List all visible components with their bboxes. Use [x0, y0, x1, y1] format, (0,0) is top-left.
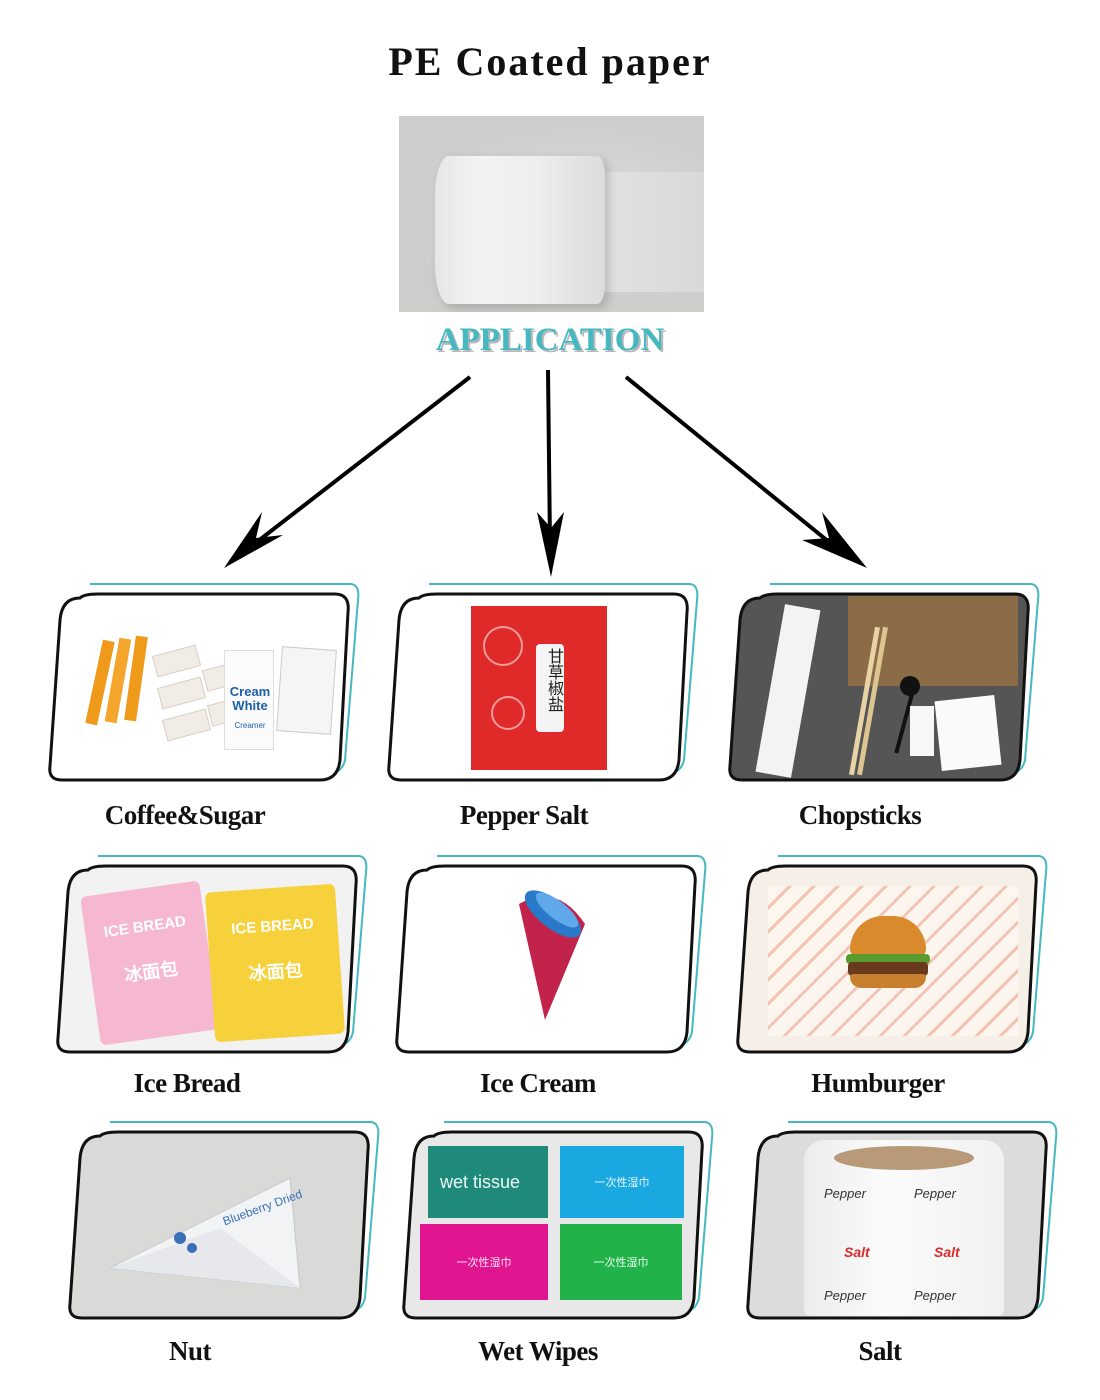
pe-coated-paper-roll-photo	[399, 116, 704, 312]
application-card-nut: Blueberry Dried	[68, 1118, 380, 1320]
wipes-cn-text: 一次性湿巾	[594, 1177, 650, 1189]
ice-bread-yellow-bag: ICE BREAD 冰面包	[204, 883, 346, 1043]
humburger-photo	[758, 876, 1028, 1046]
label-chopsticks: Chopsticks	[798, 800, 922, 830]
sugar-packet	[151, 644, 202, 678]
ice-bread-pink-bag: ICE BREAD 冰面包	[80, 880, 220, 1046]
arrow-right	[624, 375, 847, 557]
nut-pyramid-bag	[108, 1177, 301, 1289]
sugar-packet	[156, 676, 207, 710]
application-card-humburger	[736, 852, 1048, 1054]
chopsticks-photo	[740, 596, 1028, 778]
label-nut: Nut	[168, 1336, 212, 1366]
bag-label: 甘草椒盐	[536, 644, 564, 732]
decor-circle	[483, 626, 523, 666]
creamer-text-2: White	[232, 698, 268, 713]
ice-bread-photo: ICE BREAD 冰面包 ICE BREAD 冰面包	[70, 868, 354, 1048]
roll-core	[834, 1146, 974, 1170]
wet-tissue-pack-green: 一次性湿巾	[560, 1224, 682, 1300]
ice-cream-cone	[519, 890, 585, 1020]
ice-bread-text: ICE BREAD	[230, 915, 315, 938]
wet-tissue-text: wet tissue	[440, 1172, 521, 1192]
label-pepper-salt: Pepper Salt	[459, 800, 589, 830]
creamer-packet: Cream White Creamer	[224, 650, 274, 750]
pepper-text: Pepper	[914, 1186, 956, 1201]
pepper-salt-photo: 甘草椒盐	[403, 600, 683, 774]
chopstick-wrapper	[755, 604, 821, 778]
page-title: PE Coated paper	[388, 39, 712, 84]
wet-tissue-pack-blue: 一次性湿巾	[560, 1146, 684, 1218]
creamer-text-3: Creamer	[234, 721, 266, 730]
napkin-pack	[910, 706, 934, 756]
salt-text: Salt	[934, 1244, 960, 1260]
pepper-text: Pepper	[824, 1288, 866, 1303]
spoon-head	[900, 676, 920, 696]
coffee-sugar-photo: Cream White Creamer	[64, 610, 344, 774]
arrow-left-head	[224, 512, 283, 568]
napkin	[934, 695, 1002, 771]
arrow-right-head	[802, 512, 867, 568]
paper-roll	[435, 156, 605, 304]
burger-bun-top	[850, 916, 926, 956]
wet-tissue-pack-magenta: 一次性湿巾	[420, 1224, 548, 1300]
section-label-application: APPLICATION	[435, 322, 665, 358]
application-card-chopsticks	[728, 580, 1040, 782]
application-card-ice-bread: ICE BREAD 冰面包 ICE BREAD 冰面包	[56, 852, 368, 1054]
application-card-ice-cream	[395, 852, 707, 1054]
ice-bread-cn-text: 冰面包	[123, 958, 180, 986]
burger-bun-bottom	[850, 974, 926, 988]
decor-circle	[491, 696, 525, 730]
creamer-text-1: Cream	[229, 684, 271, 699]
application-card-salt: Pepper Pepper Salt Salt Pepper Pepper	[746, 1118, 1058, 1320]
cream-white-sachet	[276, 646, 337, 735]
label-coffee-sugar: Coffee&Sugar	[104, 800, 266, 830]
pepper-salt-bag: 甘草椒盐	[471, 606, 607, 770]
application-card-pepper-salt: 甘草椒盐	[387, 580, 699, 782]
label-ice-bread: Ice Bread	[133, 1068, 241, 1098]
wet-tissue-pack-teal: wet tissue	[428, 1146, 548, 1218]
label-ice-cream: Ice Cream	[480, 1068, 596, 1098]
label-wet-wipes: Wet Wipes	[478, 1336, 598, 1366]
pepper-text: Pepper	[824, 1186, 866, 1201]
arrow-left	[238, 375, 472, 557]
label-humburger: Humburger	[811, 1068, 945, 1098]
wipes-cn-text: 一次性湿巾	[593, 1257, 649, 1269]
burger-lettuce	[846, 954, 930, 964]
paper-tail	[599, 172, 704, 292]
application-card-wet-wipes: wet tissue 一次性湿巾 一次性湿巾 一次性湿巾	[402, 1118, 714, 1320]
arrow-center	[546, 369, 552, 546]
salt-paper-roll: Pepper Pepper Salt Salt Pepper Pepper	[804, 1140, 1004, 1316]
salt-text: Salt	[844, 1244, 870, 1260]
ice-bread-text: ICE BREAD	[102, 912, 187, 942]
pepper-salt-cn-text: 甘草椒盐	[545, 648, 562, 712]
burger-patty	[848, 962, 928, 976]
label-salt: Salt	[858, 1336, 902, 1366]
sugar-packet	[161, 708, 212, 742]
arrow-center-head	[537, 512, 564, 577]
pepper-text: Pepper	[914, 1288, 956, 1303]
ice-bread-cn-text: 冰面包	[247, 960, 304, 984]
application-card-coffee-sugar: Cream White Creamer	[48, 580, 360, 782]
wipes-cn-text: 一次性湿巾	[456, 1257, 512, 1269]
